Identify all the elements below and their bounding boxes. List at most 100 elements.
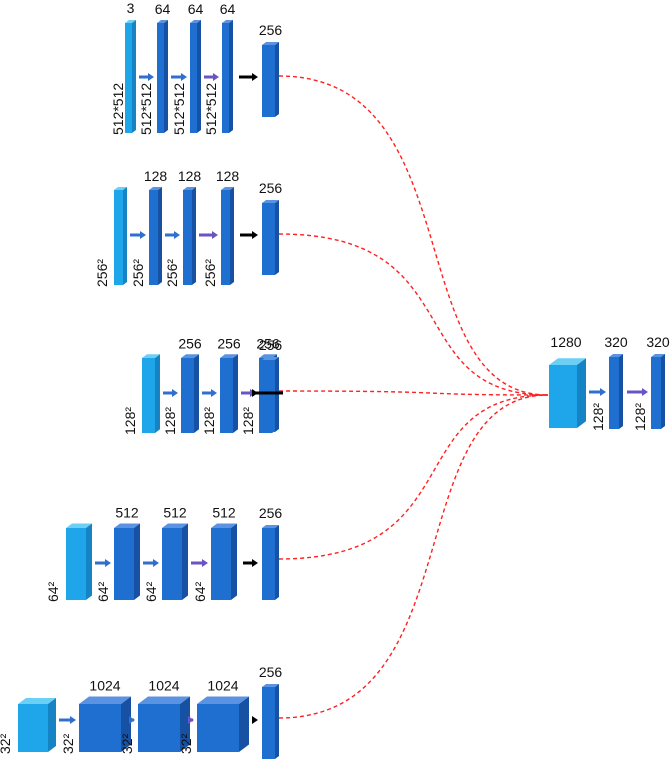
row-4-stage-3-block-side-face — [231, 523, 237, 600]
row-4-input-block — [66, 523, 92, 600]
fusion-arrow-1 — [589, 388, 606, 396]
row-4-stage-1-block-top-face — [114, 523, 140, 528]
row-1-stage-2-size-label: 512*512 — [171, 83, 187, 135]
row-4-stage-2-channels-label: 512 — [163, 505, 187, 521]
row-5-stage-3-block-front-face — [197, 704, 239, 752]
fusion-concat-block-top-face — [549, 358, 586, 365]
row-5-input-block-top-face — [18, 698, 56, 704]
row-2-input-size-label: 256² — [94, 259, 110, 287]
row-1-input-block-side-face — [132, 20, 136, 133]
row-3-stage-2-channels-label: 256 — [217, 335, 241, 351]
row-1-input-block — [125, 20, 136, 133]
row-2-stage-1-block — [149, 187, 162, 285]
fusion-concat-channels-label: 1280 — [550, 334, 581, 350]
row-5-output-block-front-face — [262, 687, 275, 759]
row-2-input-block — [114, 187, 127, 285]
row-1-stage-1-size-label: 512*512 — [138, 83, 154, 135]
row-3-stage-3-size-label: 128² — [240, 407, 256, 435]
row-1-stage-3-size-label: 512*512 — [203, 83, 219, 135]
row-5-stage-2-channels-label: 1024 — [148, 678, 179, 694]
row-4-stage-1-block-front-face — [114, 528, 134, 600]
fusion-stage-2-block-top-face — [651, 354, 665, 357]
row-3-output-block-top-face — [262, 357, 279, 360]
row-2-input-block-top-face — [114, 187, 127, 190]
fusion-concat-block-front-face — [549, 365, 577, 428]
row-1-stage-3-block-side-face — [229, 20, 233, 133]
row-4-stage-1-block-side-face — [134, 523, 140, 600]
row-2-stage-1-channels-label: 128 — [144, 168, 168, 184]
row-2-input-block-front-face — [114, 190, 123, 285]
row-5-input-block — [18, 698, 56, 752]
row-3-stage-2-block — [220, 354, 238, 433]
row-4-output-block-front-face — [262, 528, 275, 600]
row-4-input-block-top-face — [66, 523, 92, 528]
row-3-stage-3-channels-label: 256 — [256, 335, 280, 351]
row-5-output-block-top-face — [262, 684, 279, 687]
row-1-input-block-top-face — [125, 20, 136, 23]
row-3-stage-1-block-front-face — [181, 358, 194, 433]
fusion-concat-block — [549, 358, 586, 428]
row-5-input-block-front-face — [18, 704, 48, 752]
row-1-stage-2-block-top-face — [190, 20, 201, 23]
row-3-arrow-output — [252, 389, 283, 397]
row-1-stage-3-block-top-face — [222, 20, 233, 23]
row-5-stage-3-channels-label: 1024 — [207, 678, 238, 694]
row-1-arrow-2 — [171, 73, 187, 81]
row-1-stage-1-block-top-face — [157, 20, 168, 23]
row-2-output-block-top-face — [262, 200, 279, 203]
row-5-stage-2-block-top-face — [138, 696, 190, 704]
row-4-stage-1-block — [114, 523, 140, 600]
row-3-stage-1-block — [181, 354, 199, 433]
row-5-arrow-1 — [59, 716, 76, 724]
row-2-stage-2-block-top-face — [183, 187, 196, 190]
row-5-output-channels-label: 256 — [259, 664, 283, 680]
row-1-output-channels-label: 256 — [259, 22, 283, 38]
row-1-stage-2-channels-label: 64 — [188, 1, 204, 17]
row-2-stage-3-block-front-face — [221, 190, 230, 285]
row-3-output-channels-label: 256 — [259, 337, 283, 353]
row-4-stage-2-block-side-face — [182, 523, 188, 600]
row-2-stage-3-block — [221, 187, 234, 285]
row-5-input-block-side-face — [48, 698, 56, 752]
row-5-output-block-side-face — [275, 684, 279, 759]
row-5-stage-1-block — [79, 696, 131, 752]
row-5-stage-1-block-front-face — [79, 704, 121, 752]
row-2-input-block-side-face — [123, 187, 127, 285]
row-4-input-block-side-face — [86, 523, 92, 600]
row-3-input-size-label: 128² — [122, 407, 138, 435]
fusion-stage-2-block-front-face — [651, 357, 661, 429]
row-1-stage-2-block-side-face — [197, 20, 201, 133]
row-1-stage-1-block-front-face — [157, 23, 164, 133]
row-4-stage-2-size-label: 64² — [143, 581, 159, 602]
fusion-stage-1-channels-label: 320 — [604, 334, 628, 350]
row-5-stage-2-size-label: 32² — [119, 733, 135, 754]
row-4-stage-2-block-front-face — [162, 528, 182, 600]
row-1-output-block — [262, 42, 279, 117]
network-blocks — [18, 20, 665, 759]
row-5-stage-3-block-top-face — [197, 696, 249, 704]
row-5-output-block — [262, 684, 279, 759]
fusion-stage-2-size-label: 128² — [632, 403, 648, 431]
row-3-stage-2-size-label: 128² — [201, 407, 217, 435]
row-1-stage-1-block-side-face — [164, 20, 168, 133]
row-5-input-size-label: 32² — [0, 733, 13, 754]
row-5-stage-1-channels-label: 1024 — [89, 678, 120, 694]
row-2-arrow-3 — [199, 231, 218, 239]
row-1-arrow-output — [239, 73, 258, 81]
row-2-output-block — [262, 200, 279, 275]
row-2-output-block-front-face — [262, 203, 275, 275]
row-1-connector — [278, 75, 549, 396]
row-2-stage-2-channels-label: 128 — [178, 168, 202, 184]
row-5-stage-2-block-side-face — [180, 696, 190, 752]
row-3-stage-1-block-top-face — [181, 354, 199, 358]
fusion-stage-1-block-side-face — [619, 354, 623, 429]
row-5-stage-3-block — [197, 696, 249, 752]
row-5-stage-2-block — [138, 696, 190, 752]
row-5-connector — [278, 394, 549, 719]
row-4-stage-1-channels-label: 512 — [115, 505, 139, 521]
row-3-stage-1-block-side-face — [194, 354, 199, 433]
row-3-stage-2-block-top-face — [220, 354, 238, 358]
row-2-stage-2-block-side-face — [192, 187, 196, 285]
